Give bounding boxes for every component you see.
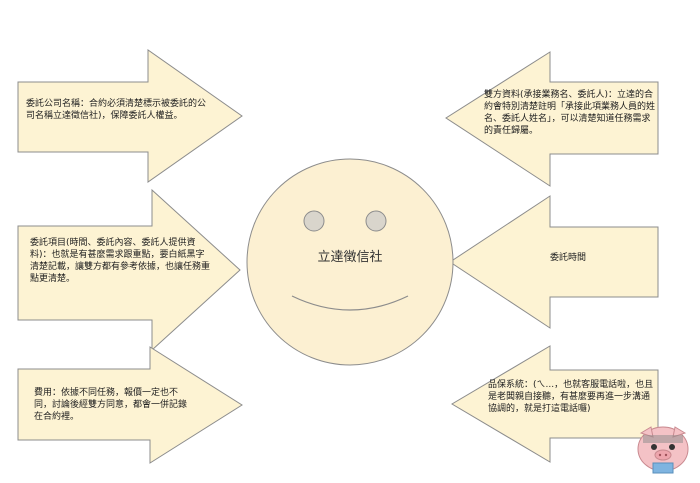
- arrow-left-bottom: [17, 346, 243, 464]
- arrow-left-bottom-text: 費用：依據不同任務，報價一定也不同，討論後經雙方同意，都會一併記錄在合約裡。: [34, 388, 188, 422]
- company-name: 立達徵信社: [317, 250, 383, 265]
- arrow-right-top-text: 雙方資料(承接業務名、委託人)：立達的合約會特別清楚註明「承接此項業務人員的姓名…: [484, 90, 656, 136]
- arrow-left-middle-text: 委託項目(時間、委託內容、委託人提供資料)：也就是有甚麼需求跟重點，要白紙黑字清…: [30, 238, 211, 284]
- right-eye: [365, 210, 387, 232]
- smiley-face: [246, 158, 454, 366]
- arrow-right-bottom-text: 品保系統：(ㄟ...，也就客服電話啦，也且是老闆親自接聽，有甚麼要再進一步溝通協…: [488, 380, 654, 414]
- smile-mouth: [291, 295, 409, 311]
- arrow-left-top-text: 委託公司名稱：合約必須清楚標示被委託的公司名稱立達徵信社)，保障委託人權益。: [26, 99, 207, 121]
- arrow-right-middle: [449, 195, 659, 329]
- arrow-right-bottom: [451, 345, 659, 463]
- arrow-right-middle-text: 委託時間: [550, 253, 587, 263]
- arrow-left-top: [17, 49, 243, 183]
- arrow-right-top: [445, 51, 659, 187]
- left-eye: [303, 210, 325, 232]
- pig-mascot-icon: [637, 426, 689, 474]
- arrow-left-middle: [17, 188, 241, 352]
